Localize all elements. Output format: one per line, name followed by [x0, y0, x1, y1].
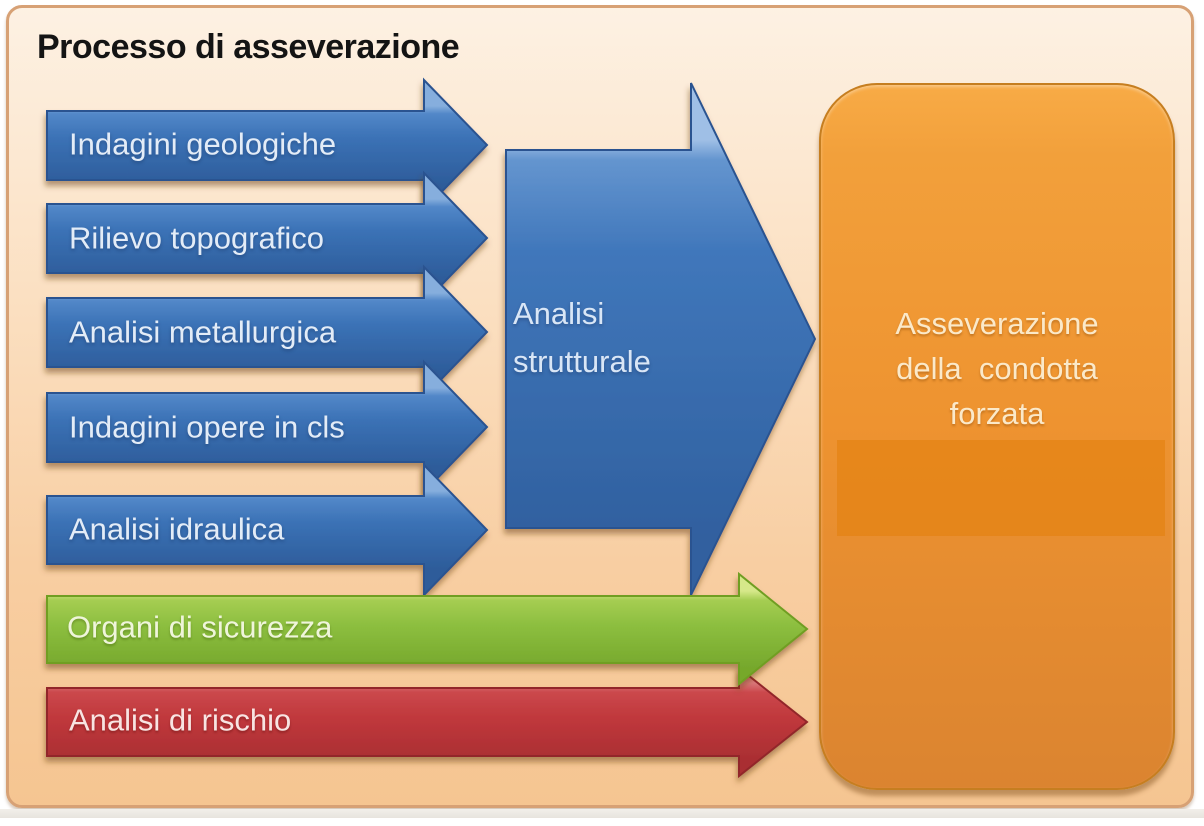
- output-box-label-line2: della condotta: [896, 351, 1098, 386]
- diagram-title: Processo di asseverazione: [37, 28, 460, 66]
- input-arrow-4-label: Indagini opere in cls: [69, 409, 345, 445]
- output-box-label-line1: Asseverazione: [895, 306, 1099, 341]
- output-box: Asseverazione della condotta forzata: [819, 83, 1175, 790]
- page-bottom-edge: [0, 809, 1204, 818]
- output-box-label: Asseverazione della condotta forzata: [821, 301, 1173, 436]
- central-arrow-label: Analisi strutturale: [513, 290, 651, 386]
- input-arrow-1-label: Indagini geologiche: [69, 126, 337, 162]
- slide-background: Processo di asseverazione Indagini geolo…: [6, 5, 1194, 808]
- input-arrow-2-label: Rilievo topografico: [69, 220, 325, 256]
- input-arrow-3-label: Analisi metallurgica: [69, 314, 337, 350]
- output-box-label-line3: forzata: [949, 396, 1045, 431]
- output-box-band: [837, 440, 1165, 536]
- central-arrow-label-line2: strutturale: [513, 344, 651, 379]
- central-arrow-label-line1: Analisi: [513, 296, 605, 331]
- input-arrow-5-label: Analisi idraulica: [69, 511, 285, 547]
- support-arrow-safety-label: Organi di sicurezza: [67, 609, 333, 645]
- support-arrow-risk-label: Analisi di rischio: [69, 702, 292, 738]
